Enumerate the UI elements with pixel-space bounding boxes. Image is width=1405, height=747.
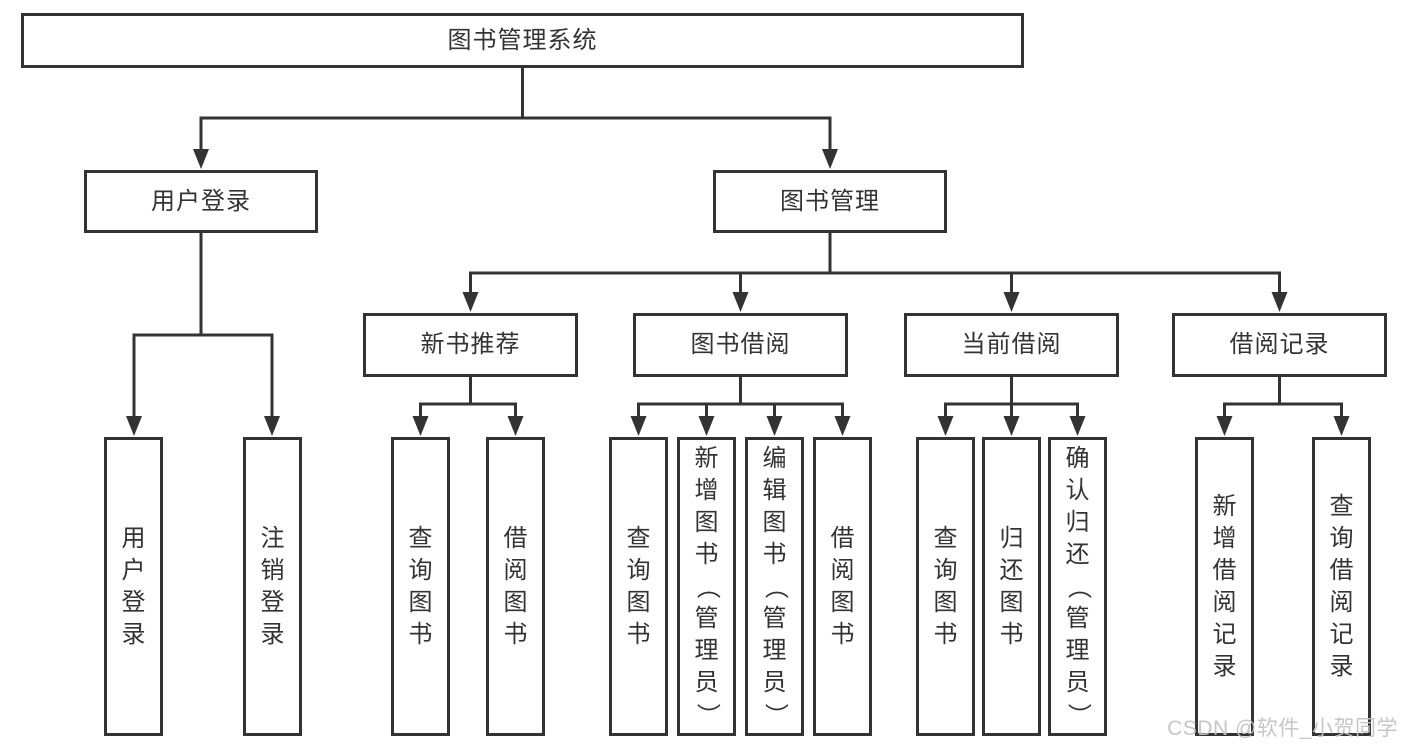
leaf-query-books-recommend-label: 查询图书	[408, 524, 433, 648]
arrowhead-icon	[1333, 416, 1350, 436]
leaf-logout: 注销登录	[243, 437, 302, 736]
node-root-label: 图书管理系统	[447, 26, 598, 54]
leaf-add-borrow-record-label: 新增借阅记录	[1212, 492, 1237, 680]
arrowhead-icon	[193, 149, 209, 169]
csdn-watermark: CSDN @软件_小贺同学	[1167, 717, 1398, 740]
arrowhead-icon	[732, 292, 749, 312]
node-book-management-label: 图书管理	[780, 187, 880, 215]
leaf-query-books-borrow: 查询图书	[609, 437, 668, 736]
leaf-query-borrow-record: 查询借阅记录	[1312, 437, 1371, 736]
arrowhead-icon	[412, 416, 429, 436]
leaf-query-borrow-record-label: 查询借阅记录	[1329, 492, 1354, 680]
leaf-add-borrow-record: 新增借阅记录	[1195, 437, 1254, 736]
leaf-borrow-books: 借阅图书	[813, 437, 872, 736]
arrowhead-icon	[1271, 292, 1288, 312]
arrowhead-icon	[126, 416, 142, 436]
node-new-book-recommend-label: 新书推荐	[420, 331, 521, 358]
arrowhead-icon	[507, 416, 524, 436]
leaf-return-book-label: 归还图书	[999, 524, 1024, 648]
arrowhead-icon	[1069, 416, 1086, 436]
arrowhead-icon	[822, 149, 838, 169]
leaf-query-books-current-label: 查询图书	[933, 524, 958, 648]
node-user-login: 用户登录	[84, 170, 318, 233]
node-current-borrow-label: 当前借阅	[961, 331, 1062, 358]
leaf-edit-book-admin: 编辑图书（管理员）	[745, 437, 804, 736]
leaf-logout-label: 注销登录	[260, 524, 285, 648]
leaf-borrow-books-recommend-label: 借阅图书	[503, 524, 528, 648]
leaf-query-books-recommend: 查询图书	[391, 437, 450, 736]
arrowhead-icon	[937, 416, 954, 436]
node-user-login-label: 用户登录	[151, 187, 251, 215]
leaf-edit-book-admin-label: 编辑图书（管理员）	[761, 444, 789, 727]
leaf-add-book-admin: 新增图书（管理员）	[677, 437, 736, 736]
arrowhead-icon	[766, 416, 783, 436]
arrowhead-icon	[834, 416, 851, 436]
node-root: 图书管理系统	[21, 13, 1024, 68]
arrowhead-icon	[462, 292, 479, 312]
node-book-management: 图书管理	[713, 170, 947, 233]
leaf-user-login: 用户登录	[104, 437, 163, 736]
node-new-book-recommend: 新书推荐	[363, 313, 578, 377]
node-book-borrow: 图书借阅	[633, 313, 848, 377]
arrowhead-icon	[1216, 416, 1233, 436]
leaf-add-book-admin-label: 新增图书（管理员）	[693, 444, 721, 727]
node-borrow-records: 借阅记录	[1172, 313, 1387, 377]
arrowhead-icon	[264, 416, 280, 436]
node-book-borrow-label: 图书借阅	[690, 331, 791, 358]
node-borrow-records-label: 借阅记录	[1229, 331, 1330, 358]
arrowhead-icon	[698, 416, 715, 436]
node-current-borrow: 当前借阅	[904, 313, 1119, 377]
arrowhead-icon	[1003, 416, 1020, 436]
leaf-confirm-return-admin-label: 确认归还（管理员）	[1064, 444, 1092, 727]
leaf-confirm-return-admin: 确认归还（管理员）	[1048, 437, 1107, 736]
leaf-borrow-books-recommend: 借阅图书	[486, 437, 545, 736]
arrowhead-icon	[630, 416, 647, 436]
leaf-query-books-borrow-label: 查询图书	[626, 524, 651, 648]
leaf-borrow-books-label: 借阅图书	[830, 524, 855, 648]
arrowhead-icon	[1003, 292, 1020, 312]
leaf-query-books-current: 查询图书	[916, 437, 975, 736]
leaf-user-login-label: 用户登录	[121, 524, 146, 648]
leaf-return-book: 归还图书	[982, 437, 1041, 736]
